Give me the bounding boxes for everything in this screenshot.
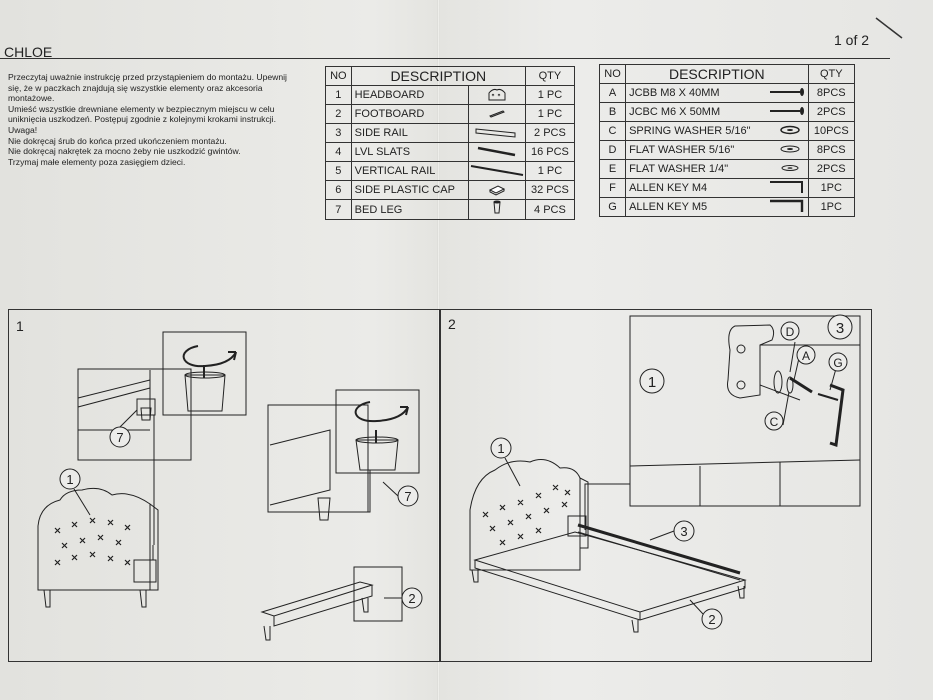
callout-detail-view: 3: [836, 320, 844, 337]
metal-bracket: [727, 324, 775, 399]
part-description: FOOTBOARD: [350, 104, 469, 124]
part-description: LVL SLATS: [350, 142, 469, 162]
hardware-qty: 1PC: [807, 178, 856, 198]
part-qty: 32 PCS: [524, 180, 576, 200]
table-row: A JCBB M8 X 40MM 8PCS: [598, 83, 856, 103]
part-description: VERTICAL RAIL: [350, 161, 469, 181]
step-1-footboard: [260, 581, 374, 617]
rotation-detail-box-2: [335, 389, 420, 474]
part-qty: 4 PCS: [524, 199, 576, 220]
instruction-line: montażowe.: [8, 93, 55, 104]
instruction-line: Umieść wszystkie drewniane elementy w be…: [8, 103, 275, 114]
callout-bolt-a: A: [802, 349, 810, 363]
step-1-footboard-detail-box: [267, 404, 369, 513]
column-header-description: DESCRIPTION: [625, 64, 809, 84]
callout-circle: [59, 468, 81, 490]
assembly-instructions: Przeczytaj uważnie instrukcję przed przy…: [8, 72, 308, 167]
table-row: B JCBC M6 X 50MM 2PCS: [598, 102, 856, 122]
washer-d-drawing: [773, 370, 783, 394]
part-description: SIDE PLASTIC CAP: [350, 180, 469, 200]
table-row: D FLAT WASHER 5/16" 8PCS: [598, 140, 856, 160]
callout-washer-d: D: [786, 325, 795, 339]
table-row: 7 BED LEG 4 PCS: [325, 199, 576, 220]
part-description: HEADBOARD: [350, 85, 469, 105]
rotation-detail-box: [162, 331, 247, 416]
callout-headboard-2: 1: [497, 441, 504, 456]
callout-side-rail: 3: [680, 524, 687, 539]
hardware-description: ALLEN KEY M5: [625, 197, 768, 217]
callout-leg-lower: 7: [404, 489, 411, 504]
callout-circle: [639, 368, 665, 394]
callout-key-g: G: [833, 356, 842, 370]
callout-circle: [796, 345, 816, 365]
callout-circle: [490, 437, 512, 459]
callout-footboard-2: 2: [708, 612, 715, 627]
paper-fold: [437, 0, 440, 700]
part-qty: 16 PCS: [524, 142, 576, 162]
callout-footboard: 2: [408, 591, 415, 606]
spring-washer-icon: [767, 121, 809, 141]
bed-leg-drawing: [317, 497, 331, 521]
instruction-line: Uwaga!: [8, 124, 38, 135]
callout-leg-upper: 7: [116, 430, 123, 445]
part-qty: 2 PCS: [524, 123, 576, 143]
parts-table: NO DESCRIPTION QTY 1 HEADBOARD 1 PC 2 FO…: [325, 66, 576, 220]
part-no: 7: [325, 199, 352, 220]
hardware-qty: 8PCS: [807, 140, 856, 160]
table-row: 1 HEADBOARD 1 PC: [325, 85, 576, 105]
hardware-description: FLAT WASHER 5/16": [625, 140, 768, 160]
allen-key-icon: [767, 178, 809, 198]
allen-key-drawing: [829, 383, 845, 448]
instruction-line: się, że w paczkach znajdują się wszystki…: [8, 82, 263, 93]
hardware-qty: 2PCS: [807, 102, 856, 122]
hardware-description: FLAT WASHER 1/4": [625, 159, 768, 179]
instruction-line: Nie dokręcaj nakrętek za mocno żeby nie …: [8, 146, 241, 157]
table-row: G ALLEN KEY M5 1PC: [598, 197, 856, 217]
callout-circle: [827, 314, 853, 340]
instruction-line: Nie dokręcaj śrub do końca przed ukończe…: [8, 135, 227, 146]
header-divider: [0, 58, 890, 59]
table-row: 4 LVL SLATS 16 PCS: [325, 142, 576, 162]
instruction-line: Trzymaj małe elementy poza zasięgiem dzi…: [8, 156, 186, 167]
hardware-description: JCBC M6 X 50MM: [625, 102, 768, 122]
callout-circle: [828, 352, 848, 372]
hardware-no: G: [598, 197, 627, 217]
step-1-headboard: [37, 487, 151, 591]
step-2-number: 2: [448, 316, 456, 332]
step-2-panel: [440, 309, 872, 662]
part-qty: 1 PC: [524, 85, 576, 105]
step-2-bolt-detail-box: [629, 315, 861, 507]
plastic-cap-icon: [467, 180, 526, 200]
part-qty: 1 PC: [524, 104, 576, 124]
table-row: 2 FOOTBOARD 1 PC: [325, 104, 576, 124]
column-header-no: NO: [325, 66, 352, 86]
product-name: CHLOE: [4, 44, 53, 60]
callout-headboard: 1: [66, 472, 73, 487]
table-row: 6 SIDE PLASTIC CAP 32 PCS: [325, 180, 576, 200]
allen-key-icon: [767, 197, 809, 217]
part-description: BED LEG: [350, 199, 469, 220]
callout-spring-c: C: [770, 415, 779, 429]
column-header-qty: QTY: [524, 66, 576, 86]
callout-circle: [701, 608, 723, 630]
callout-circle: [764, 411, 784, 431]
instruction-line: Przeczytaj uważnie instrukcję przed przy…: [8, 72, 287, 82]
hardware-qty: 1PC: [807, 197, 856, 217]
callout-circle: [780, 321, 800, 341]
hardware-table: NO DESCRIPTION QTY A JCBB M8 X 40MM 8PCS…: [598, 64, 856, 217]
step-1-panel: [8, 309, 440, 662]
hardware-description: JCBB M8 X 40MM: [625, 83, 768, 103]
step-1-number: 1: [16, 318, 24, 334]
bolt-icon: [767, 102, 809, 122]
page-indicator: 1 of 2: [834, 32, 870, 48]
step-2-headboard: [469, 459, 581, 571]
table-row: 5 VERTICAL RAIL 1 PC: [325, 161, 576, 181]
instruction-line: uniknięcia uszkodzeń. Postępuj zgodnie z…: [8, 114, 276, 125]
callout-detail-headboard: 1: [648, 374, 656, 391]
